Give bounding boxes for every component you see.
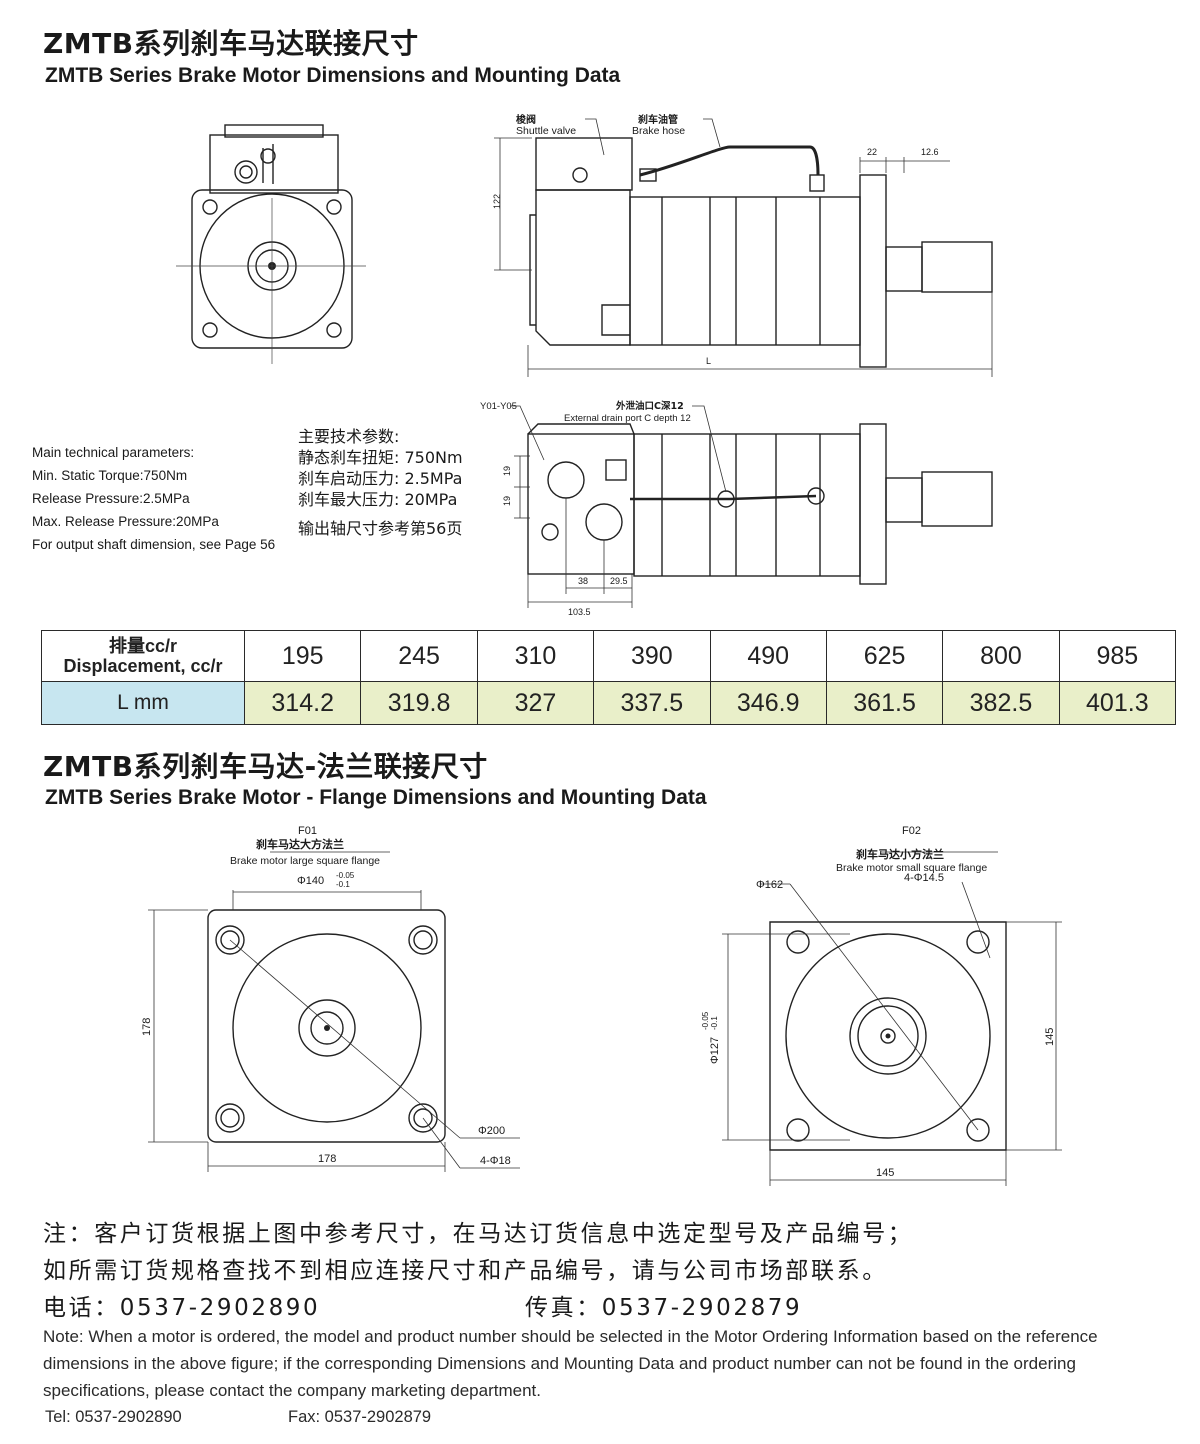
f01-square-plate [207, 909, 446, 1143]
f01-width: 178 [318, 1153, 336, 1165]
section1-title-cn: ZMTB系列刹车马达联接尺寸 [43, 27, 419, 60]
displacement-table: 排量cc/r Displacement, cc/r 195 245 310 39… [41, 630, 1177, 725]
params-en-line: Max. Release Pressure:20MPa [32, 514, 219, 529]
tel-en: Tel: 0537-2902890 [45, 1408, 182, 1426]
f01-flange-drawing: F01 刹车马达大方法兰 Brake motor large square fl… [141, 825, 520, 1172]
displacement-cell: 800 [942, 630, 1060, 682]
table-row: L mm 314.2 319.8 327 337.5 346.9 361.5 3… [41, 681, 1177, 725]
dim-122: 122 [492, 194, 502, 209]
f02-name-en: Brake motor small square flange [836, 862, 987, 874]
fax-en: Fax: 0537-2902879 [288, 1408, 432, 1426]
f01-holes: 4-Φ18 [480, 1155, 511, 1167]
l-mm-cell: 361.5 [825, 681, 944, 725]
section1-title-en: ZMTB Series Brake Motor Dimensions and M… [45, 64, 621, 87]
params-en-block: Main technical parameters: Min. Static T… [32, 441, 275, 556]
section2-title-en: ZMTB Series Brake Motor - Flange Dimensi… [45, 786, 707, 809]
l-mm-cell: 327 [476, 681, 595, 725]
f02-height: 145 [1044, 1028, 1056, 1046]
dim-29-5: 29.5 [610, 576, 628, 586]
y01-y05-label: Y01-Y05 [480, 401, 517, 412]
params-en-line: For output shaft dimension, see Page 56 [32, 537, 276, 552]
displacement-header-cn: 排量cc/r [108, 636, 178, 656]
drain-port-label-cn: 外泄油口C深12 [615, 400, 684, 412]
f02-width: 145 [876, 1167, 894, 1179]
params-cn-line: 刹车最大压力: 20MPa [298, 490, 458, 509]
valve-block [209, 134, 339, 194]
params-en-line: Release Pressure:2.5MPa [32, 491, 190, 506]
l-mm-cell: 401.3 [1058, 681, 1177, 725]
l-mm-cell: 314.2 [243, 681, 362, 725]
table-row: 排量cc/r Displacement, cc/r 195 245 310 39… [41, 630, 1177, 682]
params-en-line: Min. Static Torque:750Nm [32, 468, 188, 483]
note-cn-line1: 注：客户订货根据上图中参考尺寸，在马达订货信息中选定型号及产品编号； [43, 1221, 914, 1247]
shuttle-valve-label-en: Shuttle valve [516, 125, 576, 137]
f02-code: F02 [902, 825, 921, 837]
params-cn-line: 输出轴尺寸参考第56页 [298, 519, 463, 538]
displacement-cell: 310 [476, 630, 595, 682]
l-mm-cell: 337.5 [593, 681, 711, 725]
f02-tol-low: -0.1 [710, 1016, 719, 1030]
f02-flange-drawing: F02 刹车马达小方法兰 Brake motor small square fl… [701, 825, 1062, 1186]
params-cn-line: 主要技术参数: [298, 427, 400, 446]
f02-pilot: Φ127 [709, 1037, 721, 1064]
f01-code: F01 [298, 825, 317, 837]
dim-L: L [706, 356, 711, 366]
params-cn-line: 刹车启动压力: 2.5MPa [298, 469, 463, 488]
dim-12-6: 12.6 [921, 147, 939, 157]
params-cn-block: 主要技术参数: 静态刹车扭矩: 750Nm 刹车启动压力: 2.5MPa 刹车最… [298, 426, 463, 539]
displacement-header: 排量cc/r Displacement, cc/r [41, 630, 245, 682]
f01-name-cn: 刹车马达大方法兰 [256, 837, 344, 851]
displacement-cell: 390 [593, 630, 711, 682]
f01-tol-low: -0.1 [336, 880, 350, 889]
f02-name-cn: 刹车马达小方法兰 [856, 847, 944, 861]
params-en-line: Main technical parameters: [32, 445, 195, 460]
f01-pilot: Φ140 [297, 875, 324, 887]
l-mm-cell: 382.5 [942, 681, 1060, 725]
drain-port-label-en: External drain port C depth 12 [564, 413, 691, 424]
brake-hose-label-en: Brake hose [632, 125, 685, 137]
note-en: Note: When a motor is ordered, the model… [43, 1327, 1098, 1400]
f01-tol-up: -0.05 [336, 871, 355, 880]
f02-holes: 4-Φ14.5 [904, 872, 944, 884]
side-view-drawing: 梭阀 Shuttle valve 刹车油管 Brake hose 122 22 … [492, 113, 993, 377]
f01-name-en: Brake motor large square flange [230, 855, 380, 867]
dim-22: 22 [867, 147, 877, 157]
displacement-cell: 490 [709, 630, 827, 682]
tel-cn: 电话：0537-2902890 [43, 1295, 321, 1321]
front-view-drawing [176, 124, 366, 364]
dim-19-upper: 19 [502, 466, 512, 476]
dim-103-5: 103.5 [568, 607, 591, 617]
displacement-header-en: Displacement, cc/r [63, 656, 223, 676]
fax-cn: 传真：0537-2902879 [525, 1295, 803, 1321]
displacement-cell: 625 [825, 630, 944, 682]
displacement-cell: 245 [360, 630, 478, 682]
displacement-cell: 195 [243, 630, 362, 682]
params-cn-line: 静态刹车扭矩: 750Nm [298, 448, 463, 467]
f01-pcd: Φ200 [478, 1125, 505, 1137]
f02-tol-up: -0.05 [701, 1011, 710, 1030]
l-mm-header: L mm [41, 681, 245, 725]
section2-title-cn: ZMTB系列刹车马达-法兰联接尺寸 [43, 750, 488, 783]
l-mm-cell: 346.9 [709, 681, 827, 725]
l-mm-cell: 319.8 [360, 681, 478, 725]
shuttle-valve-label-cn: 梭阀 [516, 113, 536, 126]
displacement-cell: 985 [1058, 630, 1177, 682]
f01-height: 178 [141, 1018, 153, 1036]
dim-38: 38 [578, 576, 588, 586]
dim-19-lower: 19 [502, 496, 512, 506]
top-view-drawing: Y01-Y05 外泄油口C深12 External drain port C d… [480, 400, 993, 617]
note-cn-line2: 如所需订货规格查找不到相应连接尺寸和产品编号，请与公司市场部联系。 [43, 1258, 888, 1284]
f02-pcd: Φ162 [756, 879, 783, 891]
brake-hose-label-cn: 刹车油管 [638, 113, 678, 126]
